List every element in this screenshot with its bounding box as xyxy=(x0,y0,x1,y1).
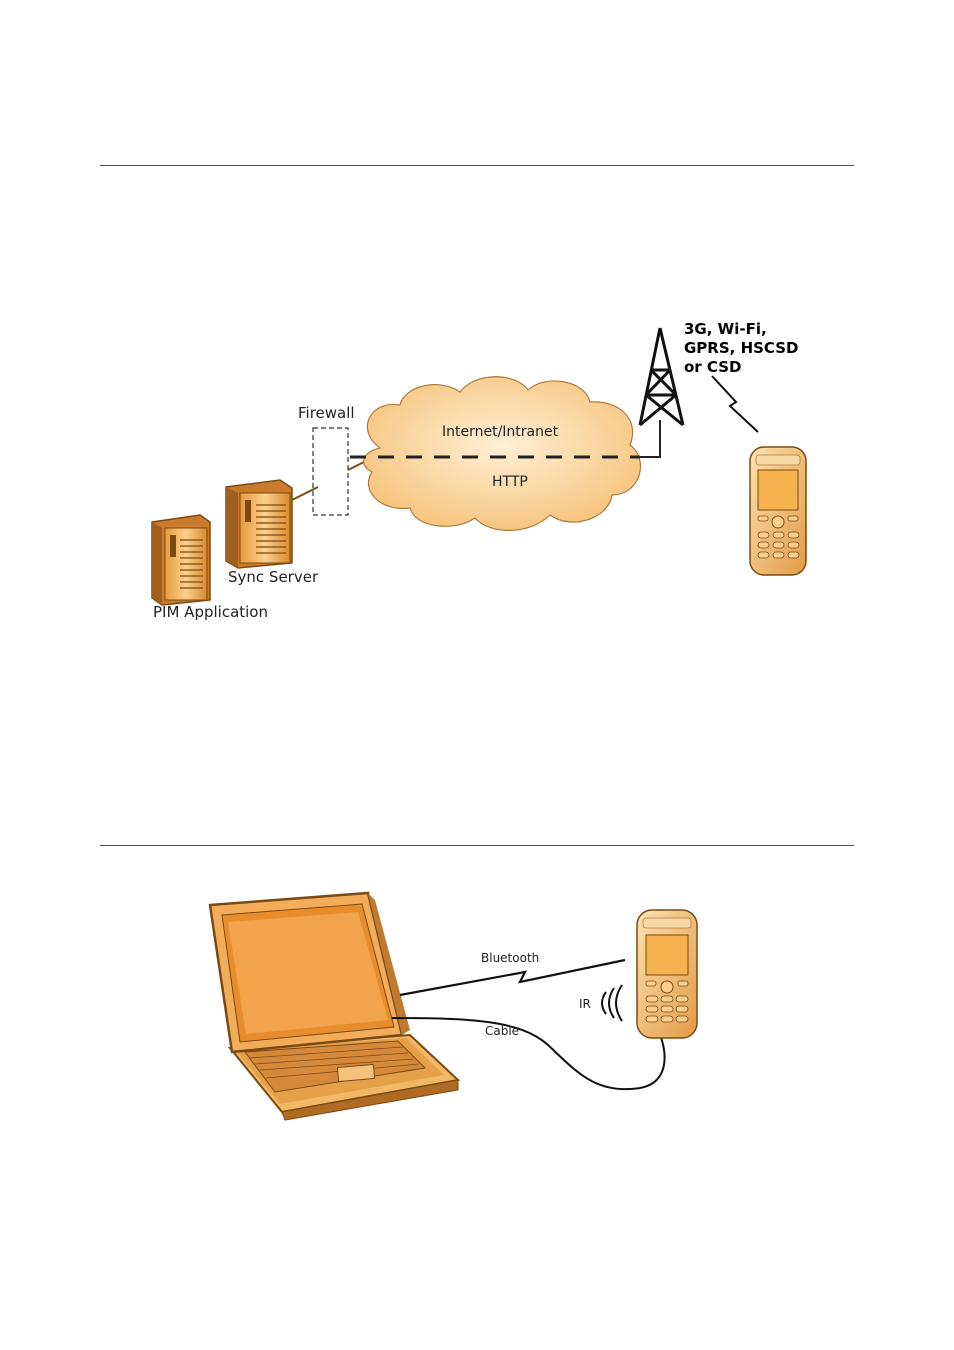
tower-link-line xyxy=(640,420,660,457)
laptop-icon xyxy=(210,893,458,1120)
sync-server-icon xyxy=(226,480,292,568)
cable-label: Cable xyxy=(485,1024,519,1038)
firewall-label: Firewall xyxy=(298,404,355,422)
network-types-line-1: 3G, Wi-Fi, xyxy=(684,320,767,338)
cloud-shape xyxy=(364,377,641,531)
ir-label: IR xyxy=(579,997,591,1011)
bluetooth-link-line xyxy=(400,960,625,995)
bluetooth-label: Bluetooth xyxy=(481,951,539,965)
ir-signal-icon xyxy=(602,985,622,1021)
sync-server-label: Sync Server xyxy=(228,568,319,586)
network-types-line-3: or CSD xyxy=(684,358,741,376)
pim-application-label: PIM Application xyxy=(153,603,268,621)
radio-tower-icon xyxy=(640,328,683,425)
cloud-bottom-label: HTTP xyxy=(492,474,528,490)
mobile-phone-icon xyxy=(637,910,697,1038)
wireless-signal-icon xyxy=(712,376,758,432)
pim-server-icon xyxy=(152,515,210,605)
firewall-box xyxy=(313,428,348,515)
mobile-phone-icon xyxy=(750,447,806,575)
network-types-line-2: GPRS, HSCSD xyxy=(684,339,798,357)
cloud-top-label: Internet/Intranet xyxy=(442,424,559,440)
